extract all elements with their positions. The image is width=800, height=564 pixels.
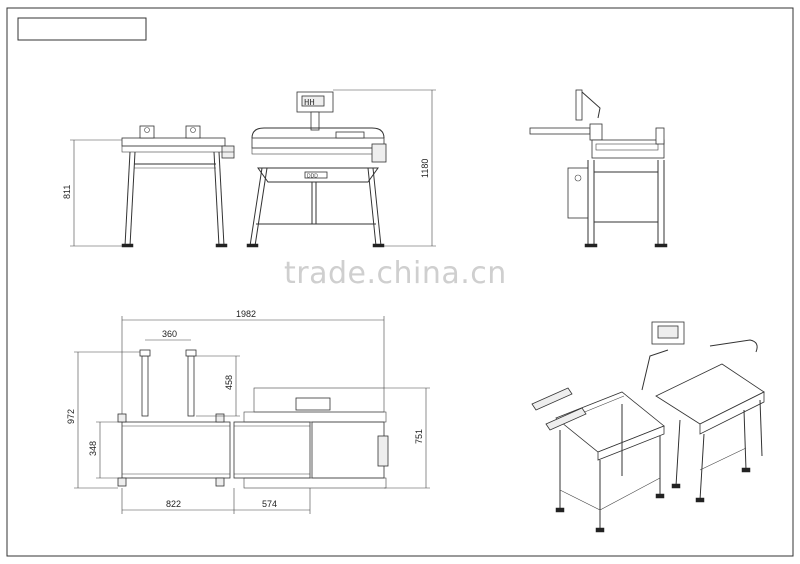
dim-top-total-width: 972 <box>66 409 76 424</box>
dim-top-belt-width: 348 <box>88 441 98 456</box>
dim-top-right-length: 574 <box>262 499 277 509</box>
title-block <box>17 17 147 41</box>
watermark-text: trade.china.cn <box>284 256 507 291</box>
dim-top-right-width: 751 <box>414 429 424 444</box>
top-view: 1982 360 458 972 348 751 822 574 <box>66 309 430 514</box>
dim-top-left-length: 822 <box>166 499 181 509</box>
dim-front-total-height: 1180 <box>420 159 430 178</box>
dim-top-rail-gap: 360 <box>162 329 177 339</box>
machine-badge-text: DDD <box>307 174 318 180</box>
isometric-view <box>531 321 765 533</box>
dim-top-total-length: 1982 <box>236 309 256 319</box>
dim-front-frame-height: 811 <box>62 185 72 199</box>
side-view <box>529 89 668 248</box>
display-panel-text: HH <box>304 98 315 108</box>
drawing-border <box>6 7 794 557</box>
dim-top-rail-length: 458 <box>224 375 234 390</box>
front-view: HH DDD 811 1180 <box>62 89 436 248</box>
